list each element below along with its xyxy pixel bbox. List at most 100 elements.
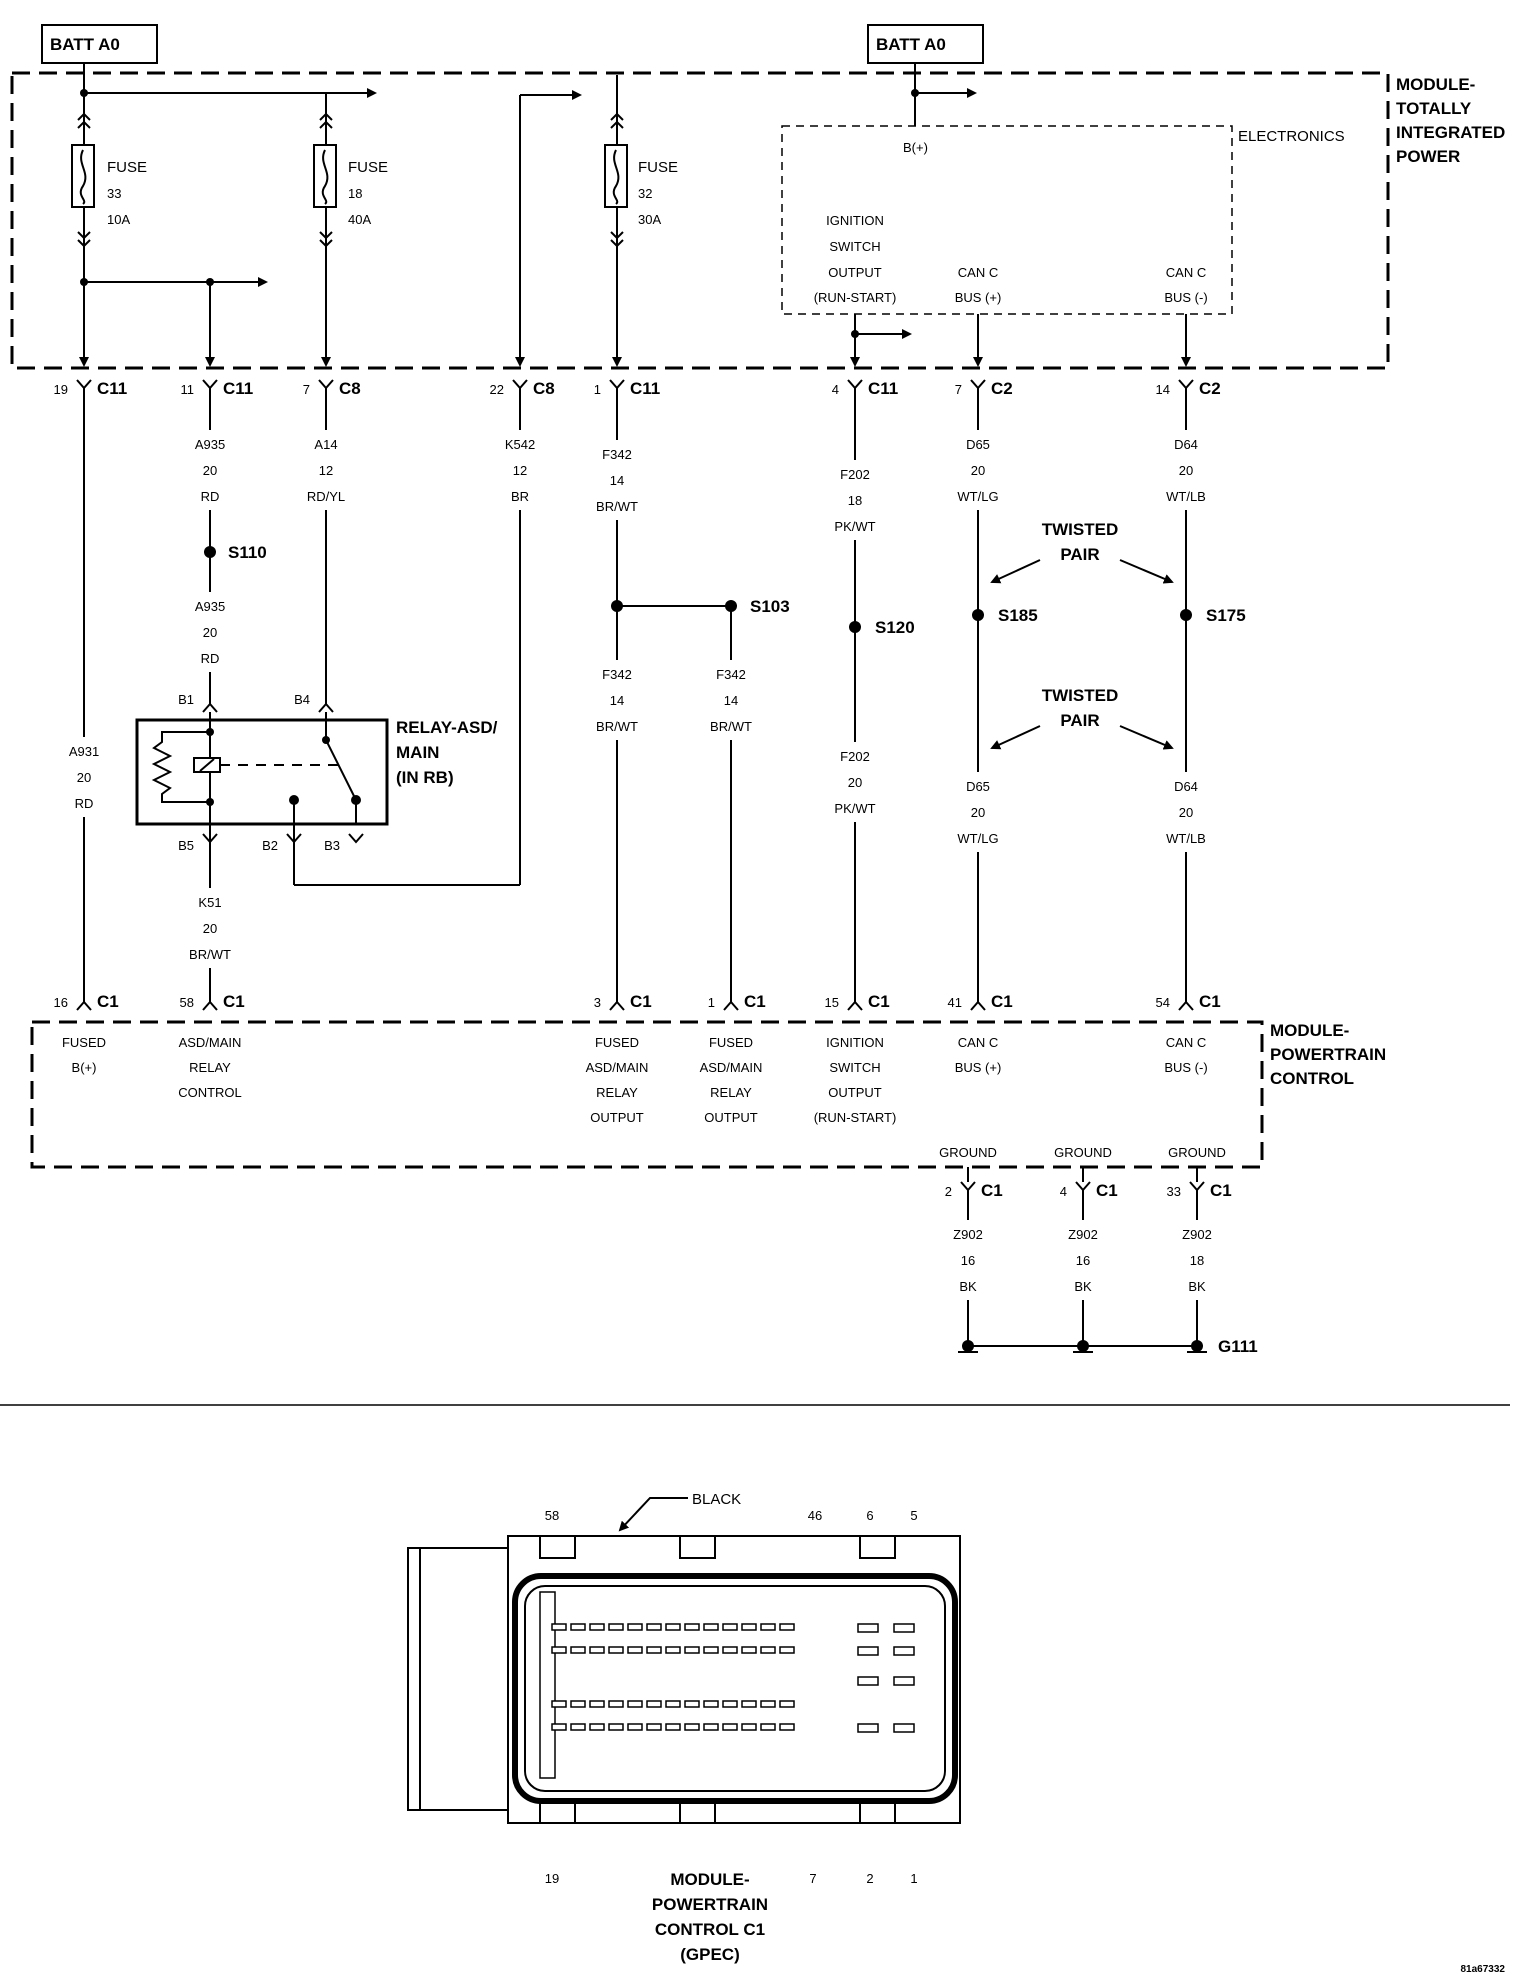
wire-d65: D65 20 WT/LG S185 D65 20 WT/LG [950,398,1038,990]
pin-cavity [589,1723,605,1731]
ground-icon [962,1340,974,1352]
batt-left-box: BATT A0 [41,24,158,64]
splice-s175-label: S175 [1206,606,1246,625]
pin-cavity [760,1623,776,1631]
svg-text:IGNITION: IGNITION [826,1035,884,1050]
svg-text:(GPEC): (GPEC) [680,1945,740,1964]
pin-cavity [646,1646,662,1654]
pin-cavity [646,1700,662,1708]
svg-text:C1: C1 [991,992,1013,1011]
svg-text:12: 12 [513,463,527,478]
svg-text:C1: C1 [97,992,119,1011]
svg-text:K542: K542 [505,437,535,452]
pcm-module-outline [30,1020,1264,1169]
svg-text:CAN C: CAN C [1166,1035,1206,1050]
splice-s110-dot [204,546,216,558]
svg-text:BUS (-): BUS (-) [1164,1060,1207,1075]
svg-text:Z902: Z902 [1068,1227,1098,1242]
svg-text:OUTPUT: OUTPUT [704,1110,758,1125]
svg-text:33: 33 [107,186,121,201]
wire-d64: D64 20 WT/LB S175 D64 20 WT/LB [1158,398,1246,990]
svg-text:F202: F202 [840,749,870,764]
pin-cavity [627,1723,643,1731]
svg-text:F342: F342 [602,447,632,462]
svg-text:A935: A935 [195,599,225,614]
svg-text:7: 7 [955,382,962,397]
pin-cavity [779,1723,795,1731]
svg-text:CONTROL: CONTROL [1270,1069,1354,1088]
svg-text:A935: A935 [195,437,225,452]
connector-pcm-54-c1: 54 C1 [1156,990,1221,1011]
fuse-32-label: FUSE [638,159,678,176]
svg-text:3: 3 [594,995,601,1010]
connector-tipm-22-c8: 22 C8 [490,379,555,398]
svg-text:B2: B2 [262,838,278,853]
svg-text:MODULE-: MODULE- [1270,1021,1349,1040]
pin-cavity [722,1700,738,1708]
pin-cavity [760,1700,776,1708]
svg-text:41: 41 [948,995,962,1010]
svg-text:22: 22 [490,382,504,397]
tipm-module-label: MODULE- TOTALLY INTEGRATED POWER [1396,75,1505,166]
svg-text:BR/WT: BR/WT [189,947,231,962]
connector-tipm-1-c11: 1 C11 [594,379,660,398]
pin-cavity [857,1623,879,1633]
svg-text:D65: D65 [966,437,990,452]
fuse-33-label: FUSE [107,159,147,176]
pin-cavity [741,1623,757,1631]
batt-right-label: BATT A0 [876,35,946,54]
svg-text:F342: F342 [716,667,746,682]
connector-pcm-15-c1: 15 C1 [825,990,890,1011]
svg-text:20: 20 [203,921,217,936]
svg-text:SWITCH: SWITCH [829,1060,880,1075]
svg-text:C11: C11 [223,379,253,398]
tipm-canc-minus-output: CAN C BUS (-) [1164,265,1208,367]
pin-cavity [627,1646,643,1654]
svg-text:5: 5 [910,1508,917,1523]
svg-text:WT/LG: WT/LG [957,831,998,846]
tipm-connectors: 19 C11 11 C11 7 C8 22 C8 1 C11 4 C11 [54,379,1221,398]
pin-cavity [857,1723,879,1733]
svg-text:19: 19 [54,382,68,397]
pin-cavity [722,1646,738,1654]
pin-cavity [684,1723,700,1731]
relay-label: RELAY-ASD/ [396,718,498,737]
relay-switch-icon [325,739,357,801]
wire-a931: A931 20 RD [62,398,106,990]
connector-tipm-7-c8: 7 C8 [303,379,361,398]
svg-text:C8: C8 [533,379,555,398]
pin-cavity [646,1723,662,1731]
svg-text:FUSED: FUSED [595,1035,639,1050]
svg-text:ASD/MAIN: ASD/MAIN [700,1060,763,1075]
svg-text:4: 4 [1060,1184,1067,1199]
svg-text:C1: C1 [223,992,245,1011]
svg-text:POWERTRAIN: POWERTRAIN [652,1895,768,1914]
svg-text:RELAY: RELAY [596,1085,638,1100]
pcm-connectors: 16 C1 58 C1 3 C1 1 C1 15 C1 41 C1 [54,990,1221,1011]
tipm-ignition-output: IGNITION SWITCH OUTPUT (RUN-START) [814,213,912,367]
svg-text:11: 11 [181,382,195,397]
svg-text:ASD/MAIN: ASD/MAIN [179,1035,242,1050]
relay-box [135,718,389,826]
svg-text:B(+): B(+) [72,1060,97,1075]
svg-text:D64: D64 [1174,779,1198,794]
svg-text:C1: C1 [744,992,766,1011]
svg-text:CAN C: CAN C [958,265,998,280]
pin-cavity [760,1723,776,1731]
connector-pcm-16-c1: 16 C1 [54,990,119,1011]
svg-text:20: 20 [203,625,217,640]
ground-circuit: 2 C1 4 C1 33 C1 Z902 16 BK Z902 16 BK Z9… [942,1167,1258,1356]
pin-cavity [551,1723,567,1731]
svg-text:C1: C1 [1199,992,1221,1011]
pin-cavity [741,1646,757,1654]
svg-text:33: 33 [1167,1184,1181,1199]
svg-text:C1: C1 [1210,1181,1232,1200]
splice-s185-dot [972,609,984,621]
svg-text:BR: BR [511,489,529,504]
connector-pcm-1-c1: 1 C1 [708,990,766,1011]
svg-text:RD: RD [201,489,220,504]
svg-text:CAN C: CAN C [1166,265,1206,280]
connector-gnd-4-c1: 4 C1 [1060,1167,1118,1200]
batt-left-label: BATT A0 [50,35,120,54]
